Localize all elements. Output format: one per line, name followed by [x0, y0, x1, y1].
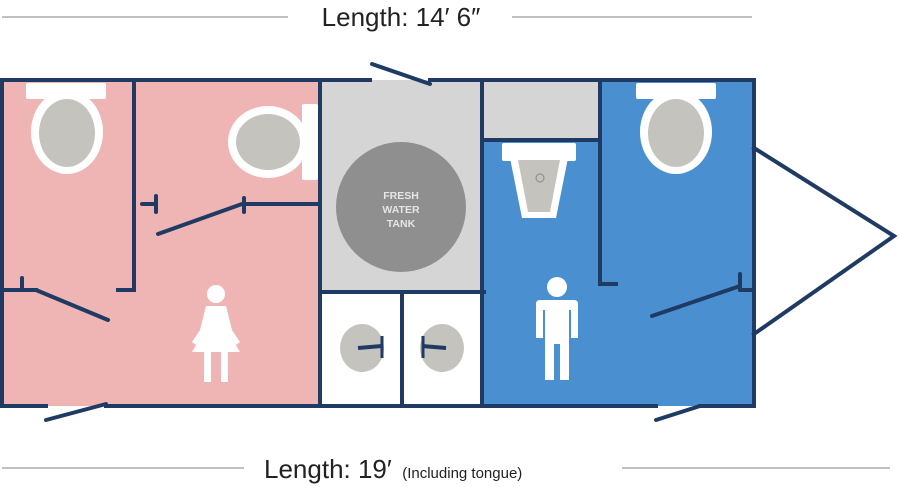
toilet-icon: [26, 83, 106, 174]
womens-entry-door: [44, 402, 108, 422]
overall-length-note: (Including tongue): [402, 465, 522, 482]
toilet-icon: [228, 104, 318, 180]
tank-label-line-3: TANK: [387, 218, 416, 230]
mens-stall-door: [650, 284, 742, 318]
sink-icon: [420, 324, 464, 372]
tank-label-line-2: WATER: [382, 204, 420, 216]
sink-icon: [340, 324, 384, 372]
fresh-water-tank: FRESH WATER TANK: [336, 142, 466, 272]
tank-label-line-1: FRESH: [383, 190, 419, 202]
stall-partition-1: [116, 78, 136, 292]
trailer-tongue: [751, 145, 898, 337]
mens-stall-partition: [598, 138, 618, 286]
outer-wall: [0, 78, 756, 408]
man-icon: [536, 277, 578, 380]
inner-length-label: Length: 14′ 6″: [322, 2, 481, 32]
overall-length-label: Length: 19′: [264, 454, 392, 484]
utility-closet: [482, 80, 600, 140]
service-door: [370, 62, 432, 86]
woman-icon: [192, 285, 240, 382]
stall-door-1: [34, 288, 110, 322]
overall-length-text: Length: 19′ (Including tongue): [264, 454, 522, 484]
mens-entry-door: [654, 404, 702, 422]
stall-door-2: [156, 202, 244, 236]
toilet-icon: [636, 83, 716, 174]
urinal-icon: [502, 143, 576, 218]
